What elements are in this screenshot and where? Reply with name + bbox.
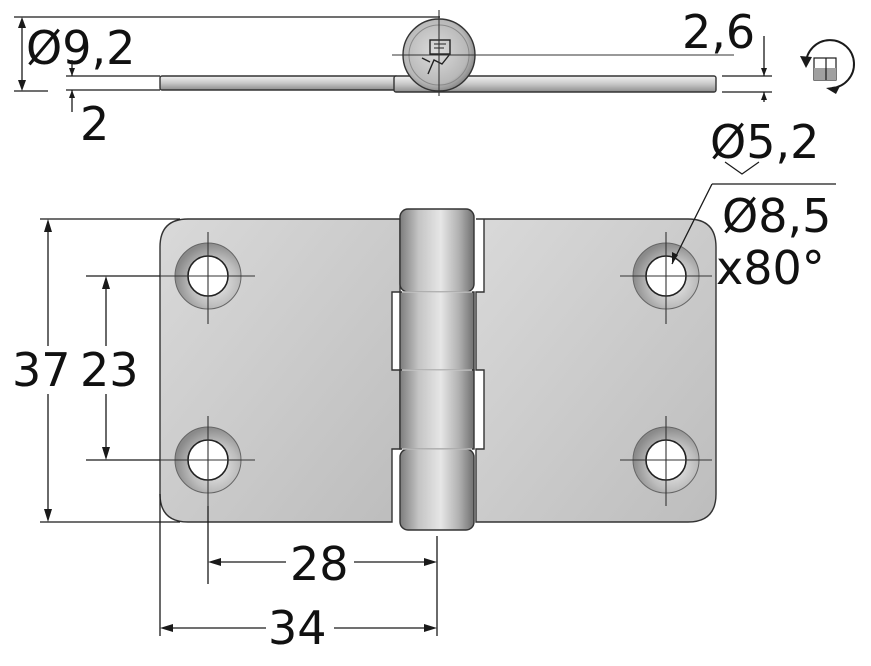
knuckle-lower-middle [399,369,475,450]
pin-diameter-dimension: Ø9,2 [14,16,440,92]
knuckle-top [399,208,475,293]
hole-spacing-horizontal-dimension: 28 [207,506,438,636]
countersink-angle-label: x80° [716,241,825,295]
hole-centerlines [160,232,712,506]
side-right-leaf [393,75,717,93]
leaf-width-dimension: 34 [159,494,437,655]
hole-spacing-horizontal-label: 28 [290,537,349,591]
knuckle-upper-middle [399,291,475,371]
overall-thickness-label: 2,6 [682,5,755,59]
side-left-leaf [159,75,399,91]
overall-thickness-dimension: 2,6 [682,5,772,102]
hole-callout: Ø5,2 Ø8,5 x80° [671,115,836,295]
leaf-thickness-label: 2 [80,97,109,151]
leaf-width-label: 34 [268,601,327,655]
rotation-symbol-icon [800,39,855,94]
leaf-thickness-dimension: 2 [66,60,160,151]
pin-diameter-label: Ø9,2 [26,21,135,75]
hole-spacing-vertical-dimension: 23 [80,275,160,461]
overall-height-label: 37 [12,343,71,397]
overall-height-dimension: 37 [10,218,180,523]
hole-spacing-vertical-label: 23 [80,343,139,397]
countersink-diameter-label: Ø8,5 [722,189,831,243]
side-view [159,10,734,96]
hole-diameter-label: Ø5,2 [710,115,819,169]
front-view [159,208,717,531]
knuckle-bottom [399,448,475,531]
